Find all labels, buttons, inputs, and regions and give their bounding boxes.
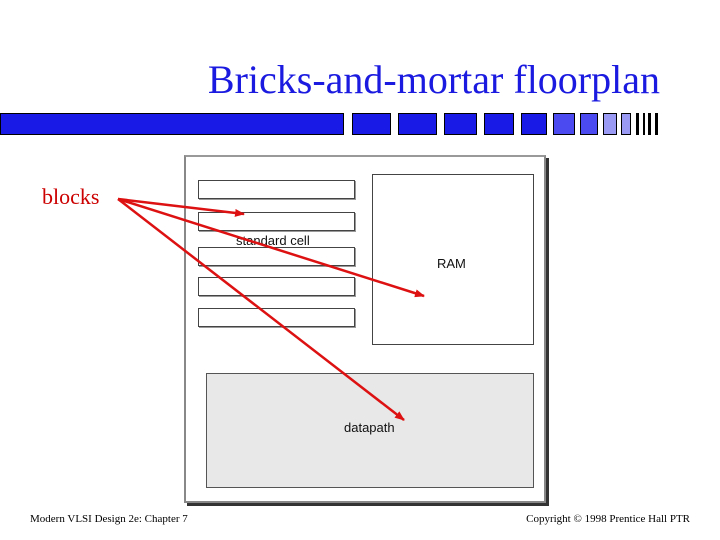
bar-segment: [352, 113, 391, 135]
bar-segment: [444, 113, 477, 135]
standard-cell-row: [198, 180, 355, 199]
standard-cell-row: [198, 308, 355, 327]
datapath-label: datapath: [344, 420, 395, 435]
standard-cell-row: [198, 247, 355, 266]
decorative-title-bar: [0, 113, 720, 135]
ram-label: RAM: [437, 256, 466, 271]
standard-cell-row: [198, 277, 355, 296]
slide-title: Bricks-and-mortar floorplan: [207, 57, 660, 102]
bar-segment: [553, 113, 575, 135]
bar-segment: [484, 113, 514, 135]
floorplan-outline: standard cell RAM datapath: [184, 155, 546, 503]
bar-segment: [603, 113, 617, 135]
bar-segment: [621, 113, 631, 135]
bar-segment: [580, 113, 598, 135]
blocks-annotation: blocks: [42, 184, 100, 209]
bar-segment: [521, 113, 547, 135]
bar-tick: [648, 113, 651, 135]
bar-tick: [643, 113, 645, 135]
footer-left: Modern VLSI Design 2e: Chapter 7: [30, 513, 188, 525]
bar-segment: [398, 113, 437, 135]
footer-right: Copyright © 1998 Prentice Hall PTR: [526, 513, 690, 525]
ram-block: RAM: [372, 174, 534, 345]
standard-cell-row: [198, 212, 355, 231]
bar-tick: [655, 113, 658, 135]
bar-segment: [0, 113, 344, 135]
standard-cell-label: standard cell: [236, 233, 310, 248]
datapath-block: datapath: [206, 373, 534, 488]
bar-tick: [636, 113, 639, 135]
